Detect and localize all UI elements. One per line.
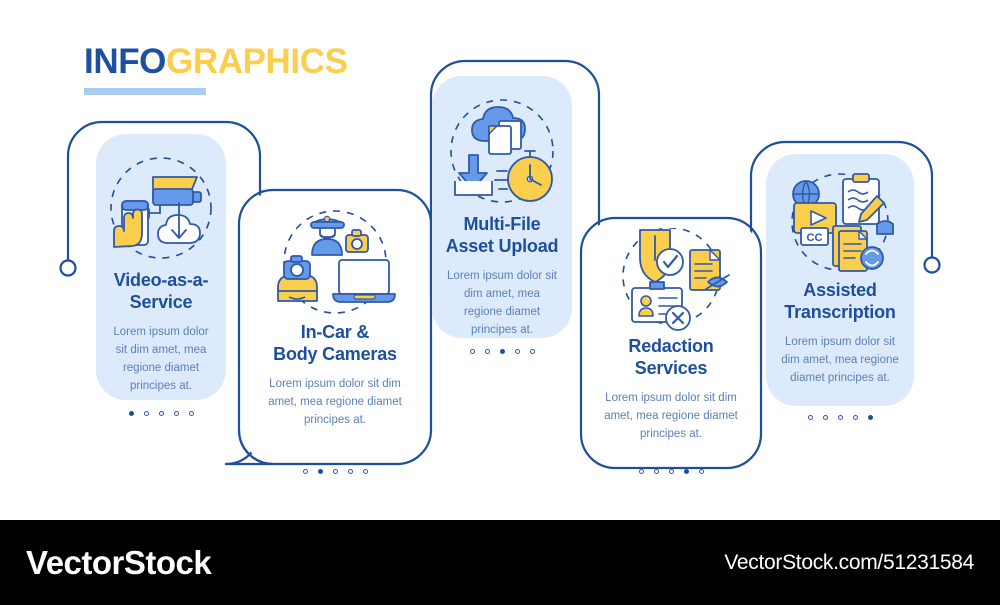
dashed-circle-decor <box>110 157 212 259</box>
dot-5[interactable] <box>698 469 704 474</box>
step-card-video-as-a-service[interactable]: Video-as-a-Service Lorem ipsum dolor sit… <box>96 134 226 416</box>
laptop-icon <box>332 259 396 303</box>
dot-5[interactable] <box>867 415 873 420</box>
patrol-car-icon <box>277 255 318 302</box>
stopwatch-icon <box>494 150 553 202</box>
watermark-footer: VectorStock VectorStock.com/51231584 <box>0 520 1000 605</box>
step4-progress-dots[interactable] <box>638 469 704 474</box>
vectorstock-logo-text: VectorStock <box>26 543 212 581</box>
dot-2[interactable] <box>484 349 490 354</box>
connector-left-endpoint <box>59 259 77 277</box>
step-card-in-car-body-cameras[interactable]: In-Car &Body Cameras Lorem ipsum dolor s… <box>241 192 429 474</box>
page-title: INFOGRAPHICS <box>84 44 348 79</box>
card5-outline-path <box>749 140 934 300</box>
step3-icon-group <box>432 92 572 214</box>
step4-body-text: Lorem ipsum dolor sit dim amet, mea regi… <box>604 391 738 441</box>
clipboard-pen-icon <box>842 173 894 235</box>
dot-3[interactable] <box>158 411 164 416</box>
connector-left-path <box>66 120 228 267</box>
step5-progress-dots[interactable] <box>807 415 873 420</box>
step5-body-text: Lorem ipsum dolor sit dim amet, mea regi… <box>781 335 899 385</box>
security-camera-icon <box>141 176 202 220</box>
step2-icon-group <box>241 204 429 322</box>
dot-3[interactable] <box>499 349 505 354</box>
card3-outline-path <box>429 59 601 300</box>
document-hidden-icon <box>689 249 730 291</box>
card4-outline-path <box>579 216 763 470</box>
step3-progress-dots[interactable] <box>469 349 535 354</box>
dot-4[interactable] <box>683 469 689 474</box>
dot-4[interactable] <box>514 349 520 354</box>
hand-touch-phone-icon <box>113 200 149 248</box>
step2-progress-dots[interactable] <box>302 469 368 474</box>
connector-right-endpoint <box>923 256 941 274</box>
video-play-cc-icon: CC <box>793 202 837 246</box>
title-part-graphics: GRAPHICS <box>166 42 348 81</box>
dot-2[interactable] <box>822 415 828 420</box>
dot-1[interactable] <box>638 469 644 474</box>
dot-1[interactable] <box>807 415 813 420</box>
dot-1[interactable] <box>302 469 308 474</box>
dot-4[interactable] <box>852 415 858 420</box>
title-part-info: INFO <box>84 42 167 81</box>
police-officer-icon <box>310 215 345 256</box>
cloud-download-icon <box>157 202 201 244</box>
dot-3[interactable] <box>837 415 843 420</box>
dot-5[interactable] <box>529 349 535 354</box>
page-header: INFOGRAPHICS <box>84 44 348 95</box>
dot-3[interactable] <box>332 469 338 474</box>
connector-ribbon <box>59 59 941 470</box>
step-card-assisted-transcription[interactable]: CC <box>766 154 914 420</box>
id-badge-blocked-icon <box>631 281 691 331</box>
step2-title: In-Car &Body Cameras <box>273 322 397 364</box>
body-camera-icon <box>345 229 369 253</box>
dot-3[interactable] <box>668 469 674 474</box>
card2-outline-path <box>237 188 433 466</box>
step1-title: Video-as-a-Service <box>113 270 209 312</box>
shield-check-icon <box>639 229 684 283</box>
step1-progress-dots[interactable] <box>128 411 194 416</box>
step4-icon-group <box>583 228 759 336</box>
dot-1[interactable] <box>469 349 475 354</box>
dot-5[interactable] <box>188 411 194 416</box>
step3-body-text: Lorem ipsum dolor sit dim amet, mea regi… <box>447 269 557 337</box>
step2-body-text: Lorem ipsum dolor sit dim amet, mea regi… <box>268 377 402 427</box>
step5-icon-group: CC <box>766 168 914 280</box>
step1-icon-group <box>96 150 226 270</box>
dot-2[interactable] <box>653 469 659 474</box>
document-refresh-icon <box>832 225 884 272</box>
step1-body-text: Lorem ipsum dolor sit dim amet, mea regi… <box>113 325 209 393</box>
download-tray-icon <box>454 154 493 196</box>
dot-2[interactable] <box>143 411 149 416</box>
cloud-files-icon <box>471 106 526 155</box>
dashed-circle-decor <box>450 99 554 203</box>
vectorstock-url-text: VectorStock.com/51231584 <box>724 550 974 574</box>
dot-2[interactable] <box>317 469 323 474</box>
svg-text:CC: CC <box>807 232 823 244</box>
dot-1[interactable] <box>128 411 134 416</box>
dot-4[interactable] <box>173 411 179 416</box>
dot-5[interactable] <box>362 469 368 474</box>
dot-4[interactable] <box>347 469 353 474</box>
title-underline-rule <box>84 88 206 95</box>
